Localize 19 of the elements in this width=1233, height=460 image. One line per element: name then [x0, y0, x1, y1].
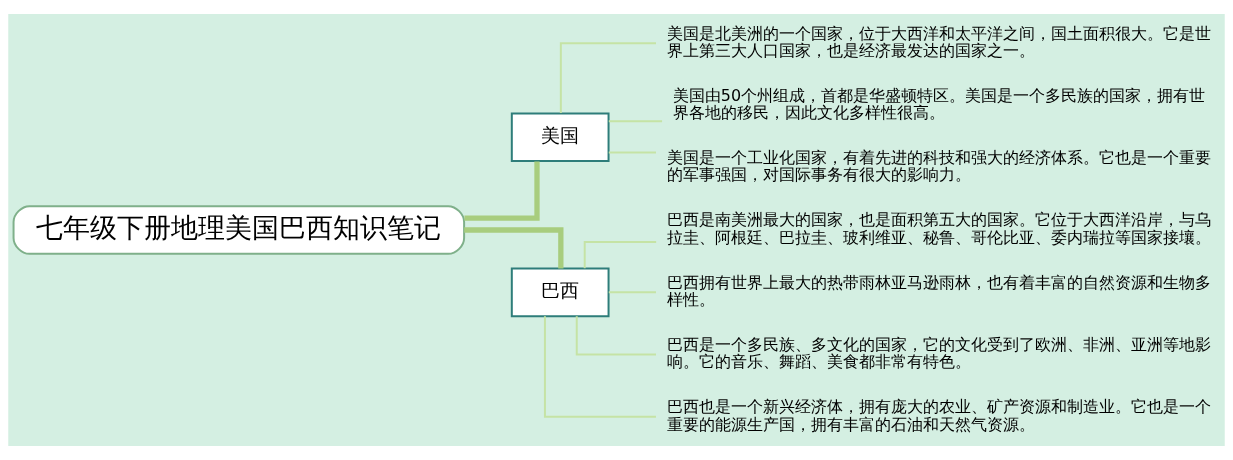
connector	[607, 151, 657, 154]
node-text: 美国是一个工业化国家，有着先进的科技和强大的经济体系。它也是一个重要的军事强国，对国际事务有很大的影响力。	[666, 148, 1211, 185]
connector	[543, 315, 657, 418]
node-text: 巴西是一个多民族、多文化的国家，它的文化受到了欧洲、非洲、亚洲等地影响。它的音乐、舞蹈、美食都非常有特色。	[666, 335, 1211, 372]
node-text: 巴西也是一个新兴经济体，拥有庞大的农业、矿产资源和制造业。它也是一个重要的能源生产国，拥有丰富的石油和天然气资源。	[666, 397, 1211, 434]
connector	[559, 42, 657, 114]
connector	[607, 291, 657, 294]
connector	[607, 120, 664, 123]
connector	[464, 227, 564, 269]
connector	[575, 315, 657, 356]
node-text: 巴西是南美洲最大的国家，也是面积第五大的国家。它位于大西洋沿岸，与乌拉圭、阿根廷、巴拉圭、玻利维亚、秘鲁、哥伦比亚、委内瑞拉等国家接壤。	[666, 210, 1211, 247]
connector	[583, 240, 658, 270]
connector	[464, 161, 540, 221]
node-box: 七年级下册地理美国巴西知识笔记	[12, 205, 466, 255]
node-text: 巴西拥有世界上最大的热带雨林亚马逊雨林，也有着丰富的自然资源和生物多样性。	[666, 272, 1211, 309]
node-box: 美国	[510, 112, 610, 163]
node-text: 美国由50个州组成，首都是华盛顿特区。美国是一个多民族的国家，拥有世界各地的移民，因此文化多样性很高。	[672, 85, 1206, 123]
node-text: 美国是北美洲的一个国家，位于大西洋和太平洋之间，国土面积很大。它是世界上第三大人口国家，也是经济最发达的国家之一。	[666, 23, 1211, 60]
node-box: 巴西	[510, 267, 610, 318]
